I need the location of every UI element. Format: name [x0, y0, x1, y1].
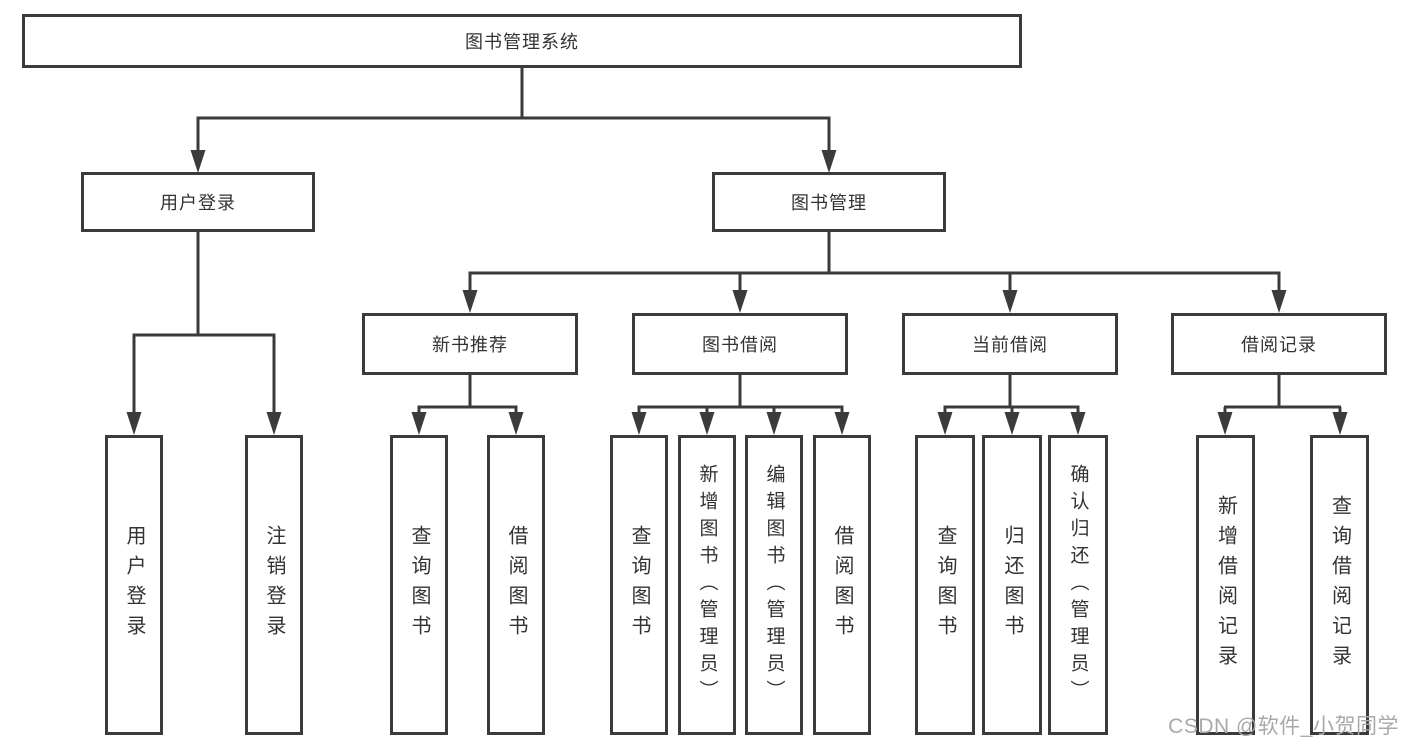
node-label: 归还图书: [1001, 525, 1023, 645]
watermark: CSDN @软件_小贺同学: [1168, 715, 1399, 738]
connector-root-to-level2: [190, 68, 837, 173]
leaf-borrow-books-recommend: 借阅图书: [487, 435, 545, 735]
node-label: 借阅记录: [1241, 335, 1317, 355]
leaf-query-borrow-record: 查询借阅记录: [1310, 435, 1369, 735]
connector-borrow-records-to-leaves: [1217, 375, 1348, 435]
node-label: 用户登录: [123, 525, 145, 645]
node-label: 借阅图书: [831, 525, 853, 645]
leaf-query-books-current: 查询图书: [915, 435, 975, 735]
node-label: 确认归还（管理员）: [1067, 463, 1089, 707]
connector-book-borrowing-to-leaves: [631, 375, 850, 435]
node-label: 图书借阅: [702, 335, 778, 355]
node-label: 新增借阅记录: [1214, 495, 1237, 675]
node-label: 注销登录: [263, 525, 285, 645]
leaf-add-borrow-record: 新增借阅记录: [1196, 435, 1255, 735]
node-label: 新书推荐: [432, 335, 508, 355]
node-root: 图书管理系统: [22, 14, 1022, 68]
leaf-edit-book-admin: 编辑图书（管理员）: [745, 435, 803, 735]
node-book-borrowing: 图书借阅: [632, 313, 848, 375]
node-label: 图书管理系统: [465, 32, 579, 52]
node-label: 新增图书（管理员）: [696, 463, 718, 707]
node-label: 查询图书: [408, 525, 430, 645]
leaf-borrow-books-borrowing: 借阅图书: [813, 435, 871, 735]
leaf-query-books-borrowing: 查询图书: [610, 435, 668, 735]
node-label: 图书管理: [791, 193, 867, 213]
leaf-user-login: 用户登录: [105, 435, 163, 735]
node-borrow-records: 借阅记录: [1171, 313, 1387, 375]
connector-user-login-to-leaves: [126, 232, 282, 435]
node-label: 查询图书: [934, 525, 956, 645]
node-book-management: 图书管理: [712, 172, 946, 232]
leaf-logout: 注销登录: [245, 435, 303, 735]
node-new-book-recommend: 新书推荐: [362, 313, 578, 375]
connector-book-management-to-level3: [462, 232, 1287, 313]
node-label: 查询图书: [628, 525, 650, 645]
node-label: 用户登录: [160, 193, 236, 213]
leaf-confirm-return-admin: 确认归还（管理员）: [1048, 435, 1108, 735]
node-label: 编辑图书（管理员）: [763, 463, 785, 707]
node-label: 借阅图书: [505, 525, 527, 645]
node-current-borrowing: 当前借阅: [902, 313, 1118, 375]
leaf-return-books: 归还图书: [982, 435, 1042, 735]
leaf-query-books-recommend: 查询图书: [390, 435, 448, 735]
node-user-login: 用户登录: [81, 172, 315, 232]
node-label: 当前借阅: [972, 335, 1048, 355]
node-label: 查询借阅记录: [1328, 495, 1351, 675]
connector-current-borrowing-to-leaves: [937, 375, 1086, 435]
connector-new-book-recommend-to-leaves: [411, 375, 524, 435]
leaf-add-book-admin: 新增图书（管理员）: [678, 435, 736, 735]
